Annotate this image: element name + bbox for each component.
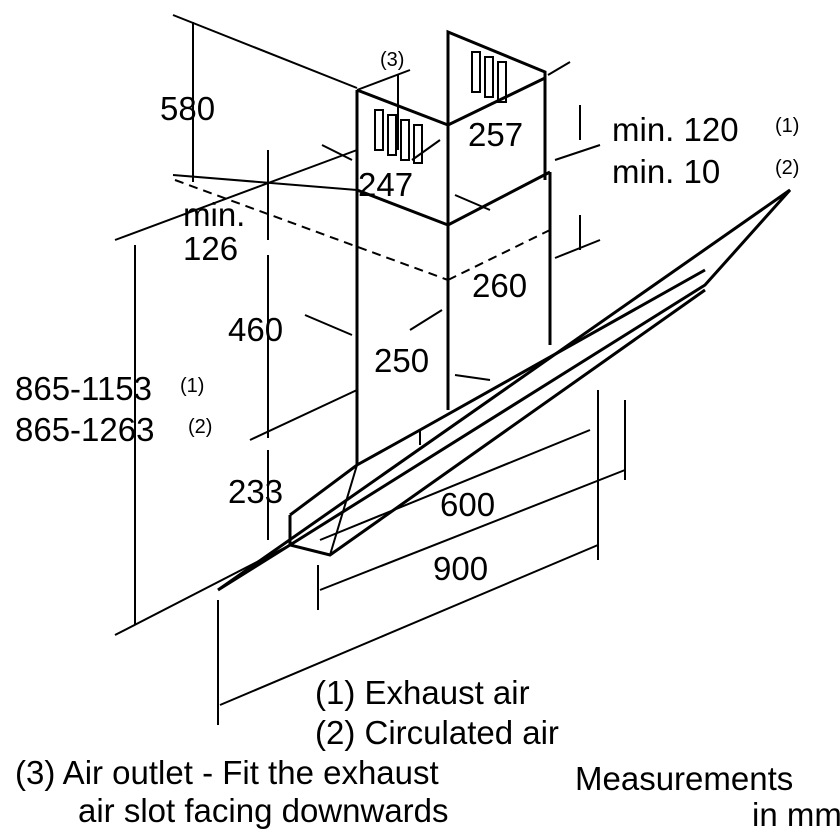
- legend-air-outlet-line2: air slot facing downwards: [78, 792, 449, 829]
- dim-900: 900: [433, 550, 488, 587]
- dimension-lines: [114, 14, 626, 725]
- upper-chimney: [355, 29, 547, 225]
- min-120-ref: (1): [775, 115, 799, 137]
- legend-air-outlet-line1: (3) Air outlet - Fit the exhaust: [15, 754, 439, 791]
- height-exhaust: 865-1153: [15, 370, 152, 407]
- dim-580: 580: [160, 90, 215, 127]
- min-120: min. 120: [612, 111, 739, 148]
- dimension-labels: 580 (3) 257 247 min. 120 (1) min. 10 (2)…: [15, 49, 799, 587]
- lower-chimney: [174, 170, 552, 465]
- outlet-ref: (3): [380, 49, 404, 71]
- hood-body: [217, 188, 792, 592]
- min-10: min. 10: [612, 153, 720, 190]
- dim-247: 247: [358, 166, 413, 203]
- height-circulated-ref: (2): [188, 416, 212, 438]
- dim-260: 260: [472, 267, 527, 304]
- dim-250: 250: [374, 342, 429, 379]
- units-line1: Measurements: [575, 760, 793, 797]
- legend-exhaust-air: (1) Exhaust air: [315, 674, 530, 711]
- dim-600: 600: [440, 486, 495, 523]
- height-exhaust-ref: (1): [180, 375, 204, 397]
- min-10-ref: (2): [775, 157, 799, 179]
- air-slots-icon: [374, 51, 507, 164]
- legend: (1) Exhaust air (2) Circulated air (3) A…: [15, 674, 840, 833]
- dim-257: 257: [468, 116, 523, 153]
- height-circulated: 865-1263: [15, 411, 154, 448]
- units-line2: in mm: [752, 796, 840, 833]
- dim-233: 233: [228, 473, 283, 510]
- min-label: min.: [183, 196, 245, 233]
- legend-circulated-air: (2) Circulated air: [315, 714, 559, 751]
- dim-126: 126: [183, 230, 238, 267]
- dim-460: 460: [228, 311, 283, 348]
